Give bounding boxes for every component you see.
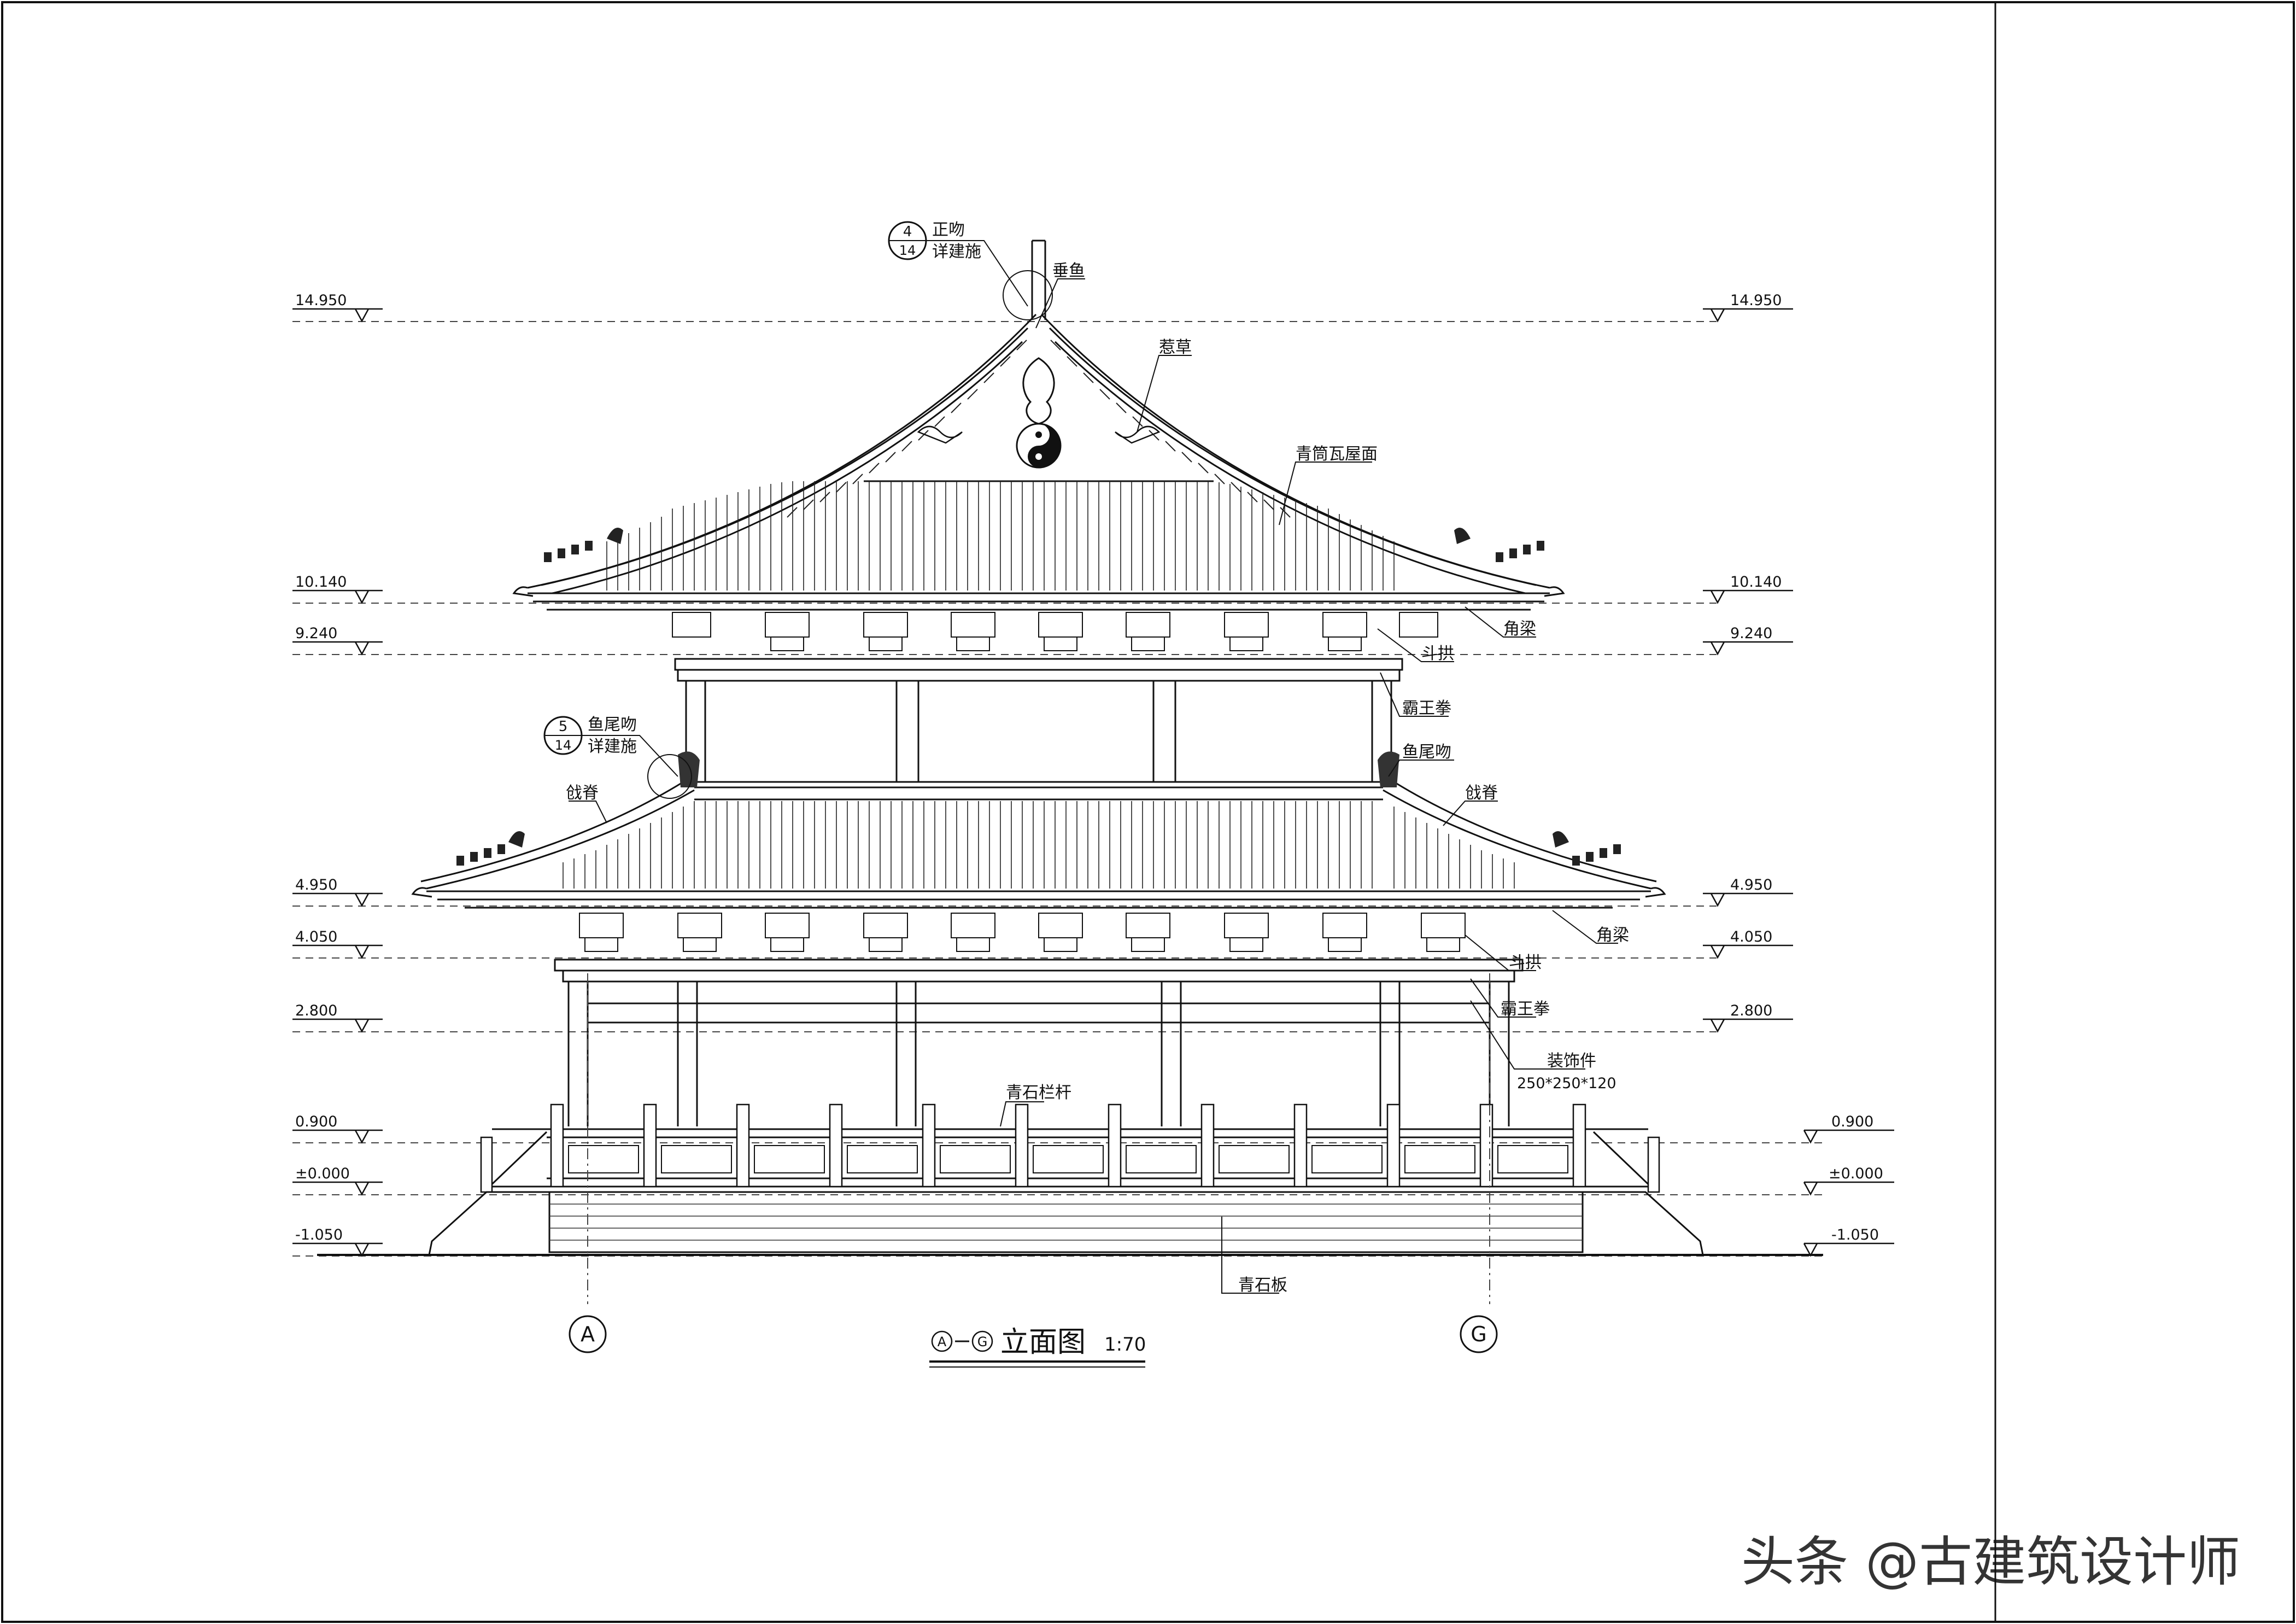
- label-balustrade: 青石栏杆: [1006, 1083, 1071, 1102]
- lower-ridge-beasts: [456, 831, 1621, 866]
- stone-platform: [317, 1191, 1823, 1256]
- label-dougong-upper: 斗拱: [1421, 644, 1454, 663]
- lower-roof-tiles: [563, 801, 1515, 889]
- level-label-2800-right: 2.800: [1730, 1002, 1772, 1019]
- annotation-labels: 垂鱼 惹草 青筒瓦屋面 角梁 斗拱 霸王拳 鱼尾吻 戗脊 戗脊 角梁 斗拱 霸王…: [566, 261, 1629, 1295]
- label-roof-tile: 青筒瓦屋面: [1296, 445, 1378, 464]
- level-label-4050-left: 4.050: [295, 928, 337, 945]
- upper-roof: [512, 239, 1565, 611]
- level-label-1050-left: -1.050: [295, 1226, 343, 1243]
- level-labels-left: 14.950 10.140 9.240 4.950 4.050 2.800 0.…: [295, 292, 350, 1243]
- label-paving: 青石板: [1238, 1276, 1287, 1295]
- level-label-0900-left: 0.900: [295, 1113, 337, 1130]
- title-text: 立面图: [1000, 1326, 1086, 1359]
- upper-storey: [674, 658, 1403, 787]
- upper-dougong: [672, 612, 1438, 651]
- level-label-9240-right: 9.240: [1730, 625, 1772, 642]
- label-qiangji-left: 戗脊: [566, 784, 599, 803]
- yuweiwen-finials: [678, 751, 1399, 787]
- detail-ref-5-sheet: 14: [555, 738, 572, 753]
- title-axis-start: A: [938, 1334, 947, 1350]
- level-label-0900-right: 0.900: [1831, 1113, 1873, 1130]
- label-jiaoliang-upper: 角梁: [1503, 620, 1536, 639]
- label-qiangji-right: 戗脊: [1465, 784, 1498, 803]
- detail-ref-4-num: 4: [903, 224, 912, 240]
- axis-label-a: A: [581, 1322, 595, 1346]
- balustrade: [483, 1128, 1657, 1193]
- label-yuweiwen: 鱼尾吻: [1402, 743, 1451, 762]
- lower-dougong: [579, 913, 1466, 952]
- axis-label-g: G: [1471, 1322, 1486, 1346]
- watermark-text: 头条 @古建筑设计师: [1741, 1531, 2240, 1593]
- level-label-4050-right: 4.050: [1730, 928, 1772, 945]
- detail-ref-5-num: 5: [559, 718, 568, 735]
- chuiyu-ornament: [1022, 357, 1055, 425]
- platform-brick-courses: [549, 1204, 1583, 1241]
- label-recao: 惹草: [1159, 338, 1192, 357]
- level-label-10140-left: 10.140: [295, 574, 347, 591]
- level-label-14950-left: 14.950: [295, 292, 347, 309]
- lower-storey: [554, 959, 1524, 1126]
- level-label-4950-right: 4.950: [1730, 877, 1772, 893]
- level-label-4950-left: 4.950: [295, 877, 337, 893]
- level-markers-left: [292, 308, 383, 1257]
- label-bawangquan-lower: 霸王拳: [1501, 1000, 1550, 1019]
- level-label-10140-right: 10.140: [1730, 574, 1782, 591]
- axis-bubble-g: G: [1460, 1315, 1498, 1353]
- detail-ref-4-name: 正吻: [932, 220, 965, 239]
- level-label-0000-right: ±0.000: [1829, 1165, 1883, 1182]
- label-chuiyu: 垂鱼: [1052, 261, 1085, 281]
- level-label-9240-left: 9.240: [295, 625, 337, 642]
- annotation-leaders: [569, 278, 1618, 1294]
- balustrade-posts: [480, 1103, 1660, 1193]
- label-zhuangshijian-size: 250*250*120: [1517, 1075, 1616, 1092]
- level-label-2800-left: 2.800: [295, 1002, 337, 1019]
- level-lines: [292, 321, 1826, 1257]
- lower-roof: [411, 781, 1666, 909]
- detail-ref-5-note: 详建施: [588, 737, 637, 756]
- level-markers-right: [1703, 308, 1894, 1257]
- label-dougong-lower: 斗拱: [1509, 953, 1542, 972]
- taiji-symbol: [1016, 423, 1062, 469]
- level-label-0000-left: ±0.000: [295, 1165, 350, 1182]
- label-bawangquan-upper: 霸王拳: [1402, 699, 1451, 718]
- detail-ref-yuweiwen: 5 14 鱼尾吻 详建施: [543, 715, 692, 799]
- title-scale: 1:70: [1104, 1334, 1146, 1356]
- label-jiaoliang-lower: 角梁: [1596, 926, 1629, 945]
- detail-ref-5-name: 鱼尾吻: [588, 715, 637, 734]
- drawing-title: A G 立面图 1:70: [929, 1326, 1146, 1368]
- upper-rake-tiles: [787, 340, 1291, 518]
- detail-ref-zhengwen: 4 14 正吻 详建施: [888, 220, 1053, 320]
- upper-roof-tiles: [606, 481, 1395, 591]
- label-zhuangshijian: 装饰件: [1547, 1051, 1596, 1071]
- axis-bubble-a: A: [569, 1315, 607, 1353]
- title-axis-end: G: [977, 1334, 988, 1350]
- detail-ref-4-note: 详建施: [932, 242, 981, 261]
- recao-ornaments: [917, 425, 1161, 444]
- level-label-14950-right: 14.950: [1730, 292, 1782, 309]
- upper-ridge-beasts: [544, 528, 1544, 562]
- level-labels-right: 14.950 10.140 9.240 4.950 4.050 2.800 0.…: [1730, 292, 1883, 1243]
- balustrade-panels: [568, 1145, 1568, 1173]
- level-label-1050-right: -1.050: [1831, 1226, 1879, 1243]
- detail-ref-4-sheet: 14: [899, 243, 916, 258]
